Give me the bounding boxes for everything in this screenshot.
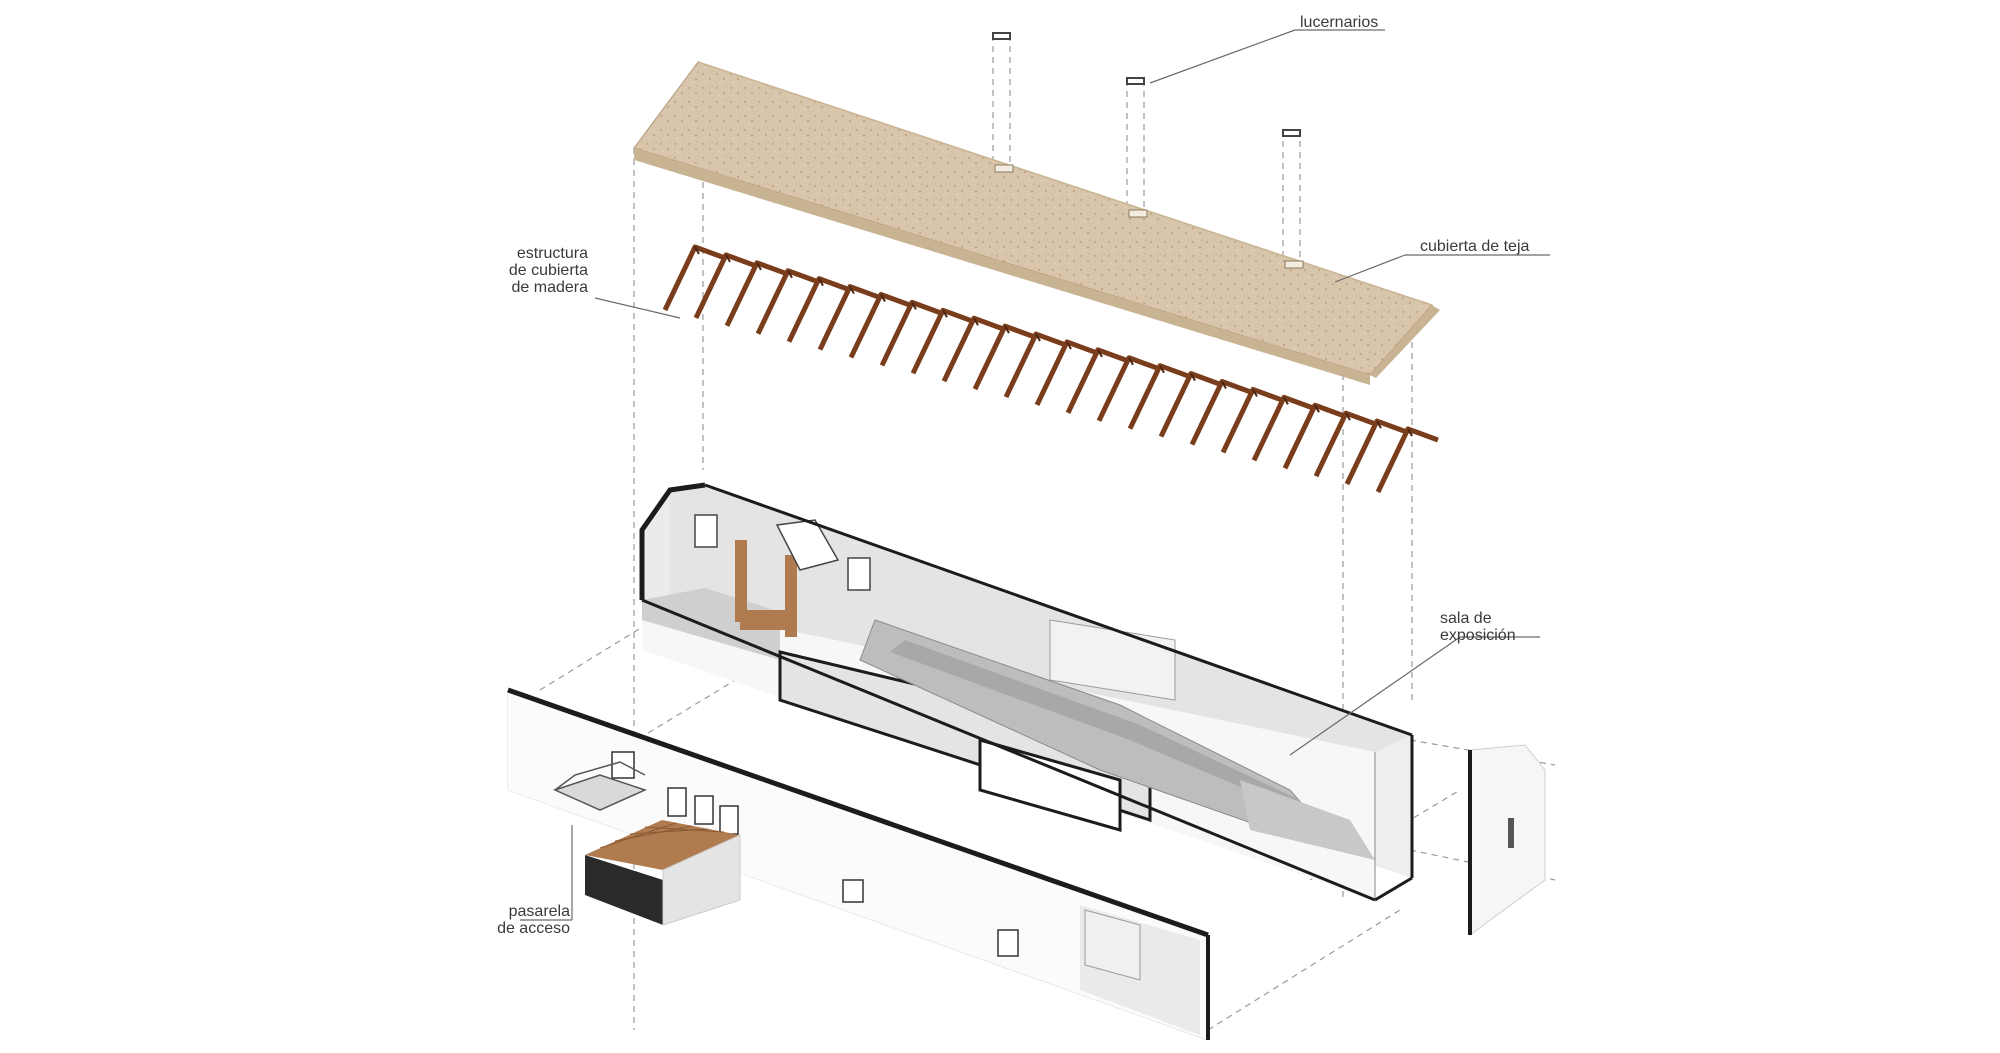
label-line: de madera	[511, 279, 589, 296]
label-leaders	[520, 29, 1550, 921]
facade-wall	[507, 687, 1210, 1041]
label-line: de cubierta	[508, 262, 588, 279]
rafter	[1282, 402, 1346, 470]
label-pasarela-de-acceso: pasarela de acceso	[440, 903, 570, 937]
timber-rafters	[662, 244, 1439, 494]
rafter	[1189, 379, 1253, 446]
rafter	[879, 299, 943, 367]
rafter	[1127, 363, 1191, 430]
label-line: sala de	[1440, 610, 1492, 627]
label-cubierta-de-teja: cubierta de teja	[1420, 238, 1529, 255]
label-estructura-de-cubierta: estructura de cubierta de madera	[468, 245, 588, 296]
rafter	[1220, 386, 1284, 454]
rafter	[1003, 331, 1067, 399]
exhibition-hall	[639, 482, 1414, 902]
rafter	[848, 291, 912, 359]
tile-roof	[633, 61, 1440, 385]
rafter	[693, 252, 757, 319]
label-line: cubierta de teja	[1420, 238, 1530, 255]
rafter	[755, 268, 819, 335]
label-line: lucernarios	[1300, 14, 1379, 31]
rafter	[786, 276, 850, 343]
rafter	[1034, 339, 1098, 407]
label-line: de acceso	[497, 920, 570, 937]
rafter	[1375, 426, 1439, 494]
rafter	[1065, 347, 1129, 414]
rafter	[1158, 371, 1222, 438]
rafter	[817, 284, 881, 351]
rafter	[1313, 410, 1377, 478]
label-sala-de-exposicion: sala de exposición	[1440, 610, 1516, 644]
projection-guides	[539, 35, 1556, 1031]
label-lucernarios: lucernarios	[1300, 14, 1378, 31]
rafter	[972, 323, 1036, 391]
rafter	[1096, 355, 1160, 422]
rafter	[1251, 394, 1315, 462]
label-line: exposición	[1440, 627, 1516, 644]
skylights	[992, 32, 1301, 137]
gable-end-wall	[1468, 744, 1546, 936]
access-walkway	[552, 761, 741, 926]
rafter	[724, 260, 788, 327]
rafter	[1344, 418, 1408, 486]
rafter	[662, 244, 726, 312]
label-line: pasarela	[508, 903, 570, 920]
rafter	[910, 307, 974, 375]
rafter	[941, 315, 1005, 383]
label-line: estructura	[516, 245, 588, 262]
